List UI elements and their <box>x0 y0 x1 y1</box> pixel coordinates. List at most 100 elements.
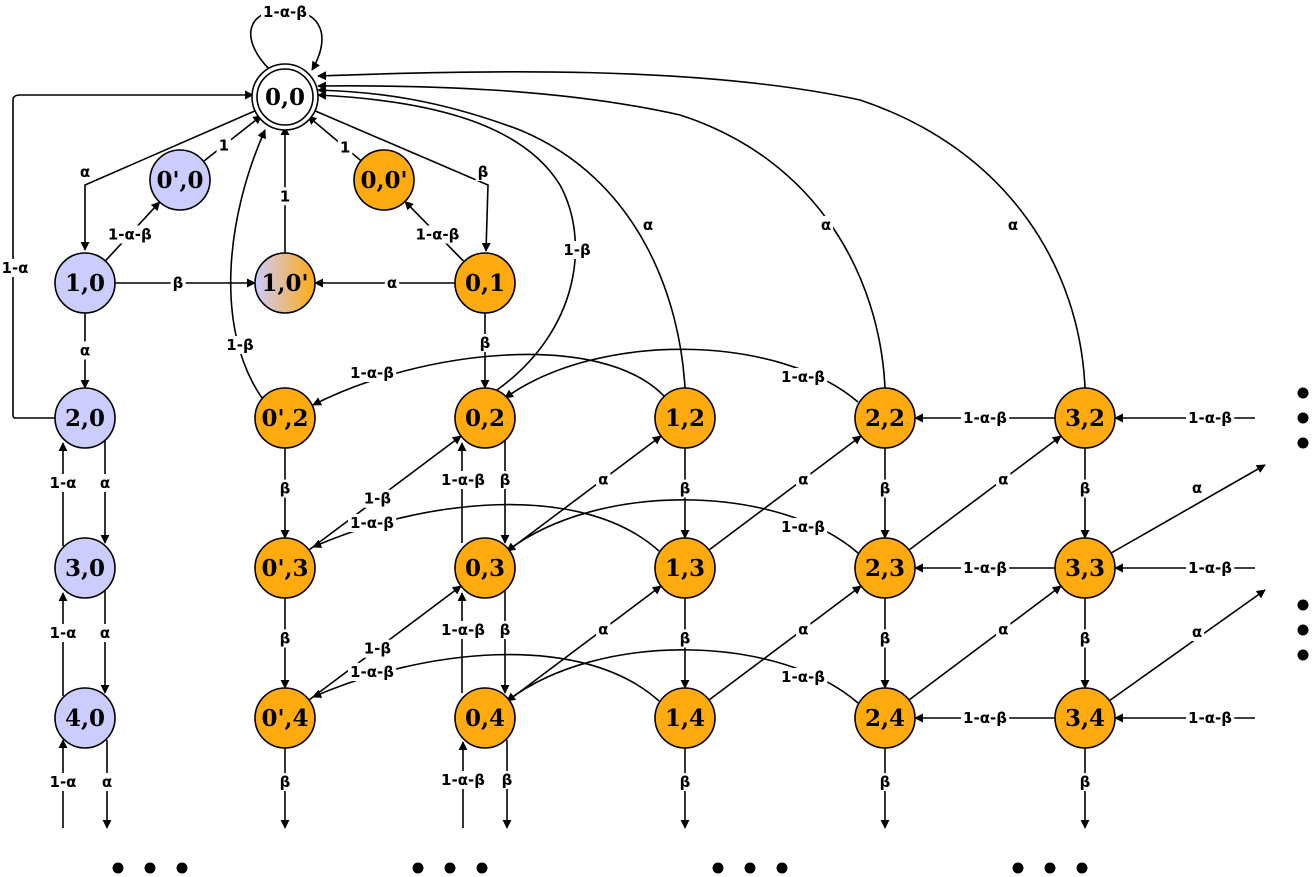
svg-text:1-α-β: 1-α-β <box>781 668 825 686</box>
svg-text:β: β <box>280 630 291 648</box>
edge-label: 1-α-β <box>439 771 488 789</box>
edge-label: 1-α-β <box>413 225 462 244</box>
edge-label: 1-α-β <box>439 621 488 639</box>
edge-label: β <box>277 773 293 791</box>
edge-arrow <box>508 585 662 701</box>
state-label: 0',4 <box>261 705 308 732</box>
edge-label: α <box>77 163 93 181</box>
edge-label: 1-α-β <box>779 518 828 536</box>
state-node-3-0: 3,0 <box>54 537 116 599</box>
edge-label: 1-α-β <box>961 409 1010 427</box>
svg-text:1-α-β: 1-α-β <box>963 709 1007 727</box>
svg-text:1-α: 1-α <box>50 474 77 492</box>
svg-text:1-α: 1-α <box>50 773 77 791</box>
edge-label: 1-β <box>561 241 593 259</box>
edge-label: 1-α-β <box>261 3 310 21</box>
svg-text:1-α-β: 1-α-β <box>1188 709 1232 727</box>
edge-label: α <box>1189 623 1205 641</box>
edge-label: β <box>1077 479 1093 498</box>
edge-label: 1-α <box>47 624 79 642</box>
svg-text:β: β <box>680 630 691 648</box>
state-node-0-1: 0,1 <box>454 252 516 314</box>
state-label: 0',2 <box>261 405 308 432</box>
svg-text:1-α-β: 1-α-β <box>1188 409 1232 427</box>
state-node-1-0: 1,0 <box>54 252 116 314</box>
state-label: 1,0' <box>261 270 308 297</box>
edge-arrow <box>708 435 862 551</box>
svg-text:1-α-β: 1-α-β <box>350 514 394 532</box>
edge-arrow <box>1110 464 1266 554</box>
svg-text:1-α-β: 1-α-β <box>415 226 459 244</box>
state-node-0-0-: 0,0' <box>353 149 415 211</box>
edge-label: α <box>77 341 93 360</box>
svg-text:1-β: 1-β <box>563 241 591 259</box>
svg-text:α: α <box>102 773 112 791</box>
edge-label: β <box>877 479 893 498</box>
edge-32-00 <box>317 70 1086 389</box>
svg-text:1-α: 1-α <box>2 259 29 277</box>
svg-text:α: α <box>1008 216 1018 234</box>
edge-label: β <box>1077 629 1093 648</box>
edge-00-01 <box>312 109 491 252</box>
state-node-1-4: 1,4 <box>654 687 716 749</box>
continuation-ellipsis <box>412 862 488 874</box>
arc-12-0p2 <box>312 353 665 406</box>
edge-label: β <box>677 629 693 648</box>
edge-label: β <box>497 621 513 639</box>
svg-text:α: α <box>598 470 608 488</box>
svg-text:1-α: 1-α <box>50 624 77 642</box>
state-node-0-3: 0,3 <box>454 537 516 599</box>
state-label: 0,0 <box>265 84 305 111</box>
state-node-2-3: 2,3 <box>854 537 916 599</box>
svg-text:1-α-β: 1-α-β <box>441 771 485 789</box>
state-node-1-2: 1,2 <box>654 387 716 449</box>
state-node-2-4: 2,4 <box>854 687 916 749</box>
continuation-ellipsis <box>112 862 188 874</box>
svg-text:β: β <box>1080 480 1091 498</box>
state-node-1-0-: 1,0' <box>254 252 316 314</box>
state-label: 2,0 <box>65 405 105 432</box>
svg-text:1-β: 1-β <box>364 490 392 508</box>
state-node-0--3: 0',3 <box>254 537 316 599</box>
state-label: 2,3 <box>865 555 905 582</box>
continuation-ellipsis <box>1297 387 1309 449</box>
edge-label: α <box>97 474 113 492</box>
svg-text:1-α-β: 1-α-β <box>781 518 825 536</box>
state-node-3-4: 3,4 <box>1054 687 1116 749</box>
edge-label: α <box>1005 216 1021 234</box>
edge-label: 1-α <box>0 259 31 277</box>
state-node-3-2: 3,2 <box>1054 387 1116 449</box>
state-label: 3,3 <box>1065 555 1105 582</box>
edge-label: α <box>996 470 1011 489</box>
svg-text:α: α <box>643 216 653 234</box>
edge-label: 1 <box>277 187 293 206</box>
state-node-1-3: 1,3 <box>654 537 716 599</box>
svg-text:1-α-β: 1-α-β <box>963 559 1007 577</box>
svg-text:1-β: 1-β <box>364 640 392 658</box>
state-label: 0,0' <box>360 167 407 194</box>
edge-label: α <box>796 470 811 489</box>
svg-text:1-α-β: 1-α-β <box>263 3 307 21</box>
edge-label: α <box>796 620 811 639</box>
edge-label: α <box>97 624 113 642</box>
edge-label: β <box>277 629 293 648</box>
edge-0p2-00 <box>229 129 266 399</box>
svg-text:β: β <box>500 621 511 639</box>
state-node-0--2: 0',2 <box>254 387 316 449</box>
state-label: 0,2 <box>465 405 505 432</box>
edge-label: α <box>640 216 656 234</box>
edge-label: 1-α <box>47 773 79 791</box>
edge-label: 1-α-β <box>1186 709 1235 727</box>
edge-label: 1-β <box>224 336 256 354</box>
svg-text:β: β <box>500 471 511 489</box>
state-node-0-2: 0,2 <box>454 387 516 449</box>
edge-label: α <box>996 620 1011 639</box>
state-node-0-4: 0,4 <box>454 687 516 749</box>
svg-text:β: β <box>680 480 691 498</box>
state-label: 4,0 <box>65 705 105 732</box>
state-node-4-0: 4,0 <box>54 687 116 749</box>
svg-text:α: α <box>387 274 397 292</box>
edge-label: 1-α-β <box>961 709 1010 727</box>
svg-text:β: β <box>680 773 691 791</box>
